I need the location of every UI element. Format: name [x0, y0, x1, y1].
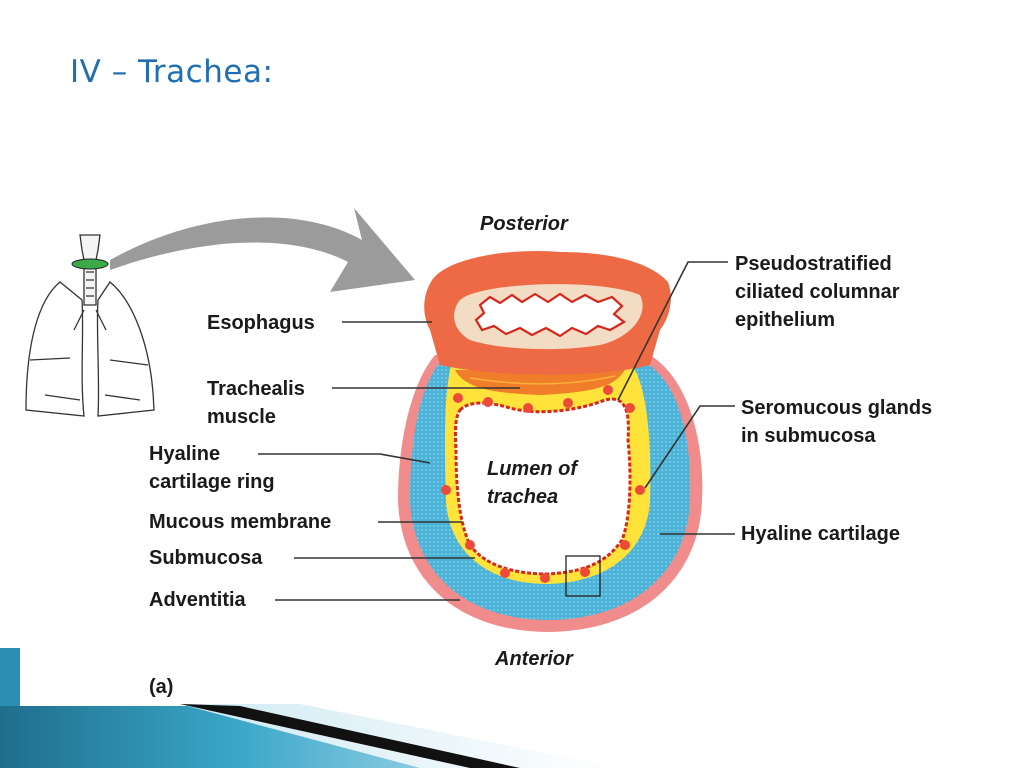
- trachea-slice-marker: [71, 258, 109, 270]
- orientation-anterior: Anterior: [494, 648, 574, 670]
- label-adventitia: Adventitia: [149, 589, 247, 611]
- label-seromucous-glands: Seromucous glands in submucosa: [741, 397, 938, 447]
- zoom-arrow-icon: [110, 208, 415, 292]
- esophagus: [424, 250, 671, 375]
- detail-box: [565, 555, 601, 597]
- lungs-thumbnail-icon: [25, 234, 155, 417]
- lumen-label: Lumen of trachea: [487, 458, 583, 508]
- seromucous-glands: [441, 385, 645, 583]
- label-hyaline-cartilage-ring: Hyaline cartilage ring: [149, 443, 275, 493]
- label-trachealis-muscle: Trachealis muscle: [207, 378, 310, 428]
- trachea-cross-section: [398, 355, 703, 632]
- label-esophagus: Esophagus: [207, 312, 315, 334]
- lumen: [454, 397, 632, 576]
- label-submucosa: Submucosa: [149, 547, 263, 569]
- label-mucous-membrane: Mucous membrane: [149, 511, 331, 533]
- label-pseudostratified-epithelium: Pseudostratified ciliated columnar epith…: [735, 253, 905, 331]
- panel-label: (a): [149, 676, 173, 698]
- slide-title: IV – Trachea:: [70, 54, 274, 90]
- label-hyaline-cartilage: Hyaline cartilage: [741, 523, 900, 545]
- orientation-posterior: Posterior: [480, 213, 569, 235]
